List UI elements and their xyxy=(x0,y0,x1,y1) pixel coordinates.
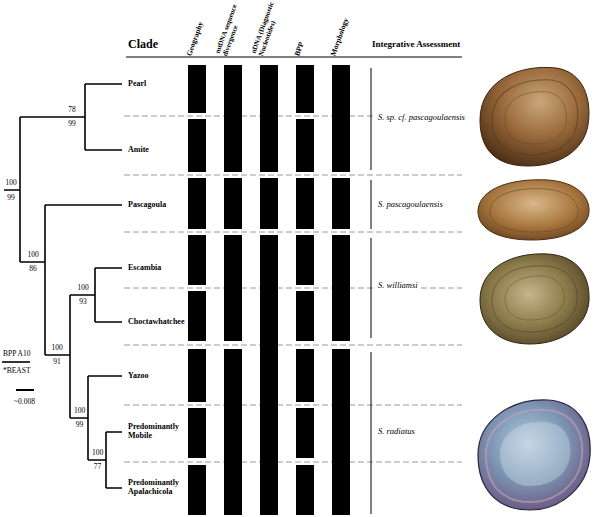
clade-name: Escambia xyxy=(128,264,161,273)
evidence-bar xyxy=(296,65,314,113)
support-value: 100 xyxy=(51,344,62,352)
evidence-bar xyxy=(296,235,314,285)
species-name: S. radiatus xyxy=(376,427,417,436)
clade-name: Pearl xyxy=(128,80,146,89)
evidence-bar xyxy=(188,178,206,229)
shell-photo xyxy=(478,180,589,240)
support-value: 91 xyxy=(53,358,61,366)
evidence-bar xyxy=(224,235,242,341)
support-value: 86 xyxy=(29,265,37,273)
growth-line xyxy=(492,266,577,332)
column-header: Clade xyxy=(128,38,158,51)
phylogenetic-tree xyxy=(4,84,122,488)
support-value: 99 xyxy=(76,421,84,429)
column-header: nDNA (Diagnostic Nucleotides) xyxy=(251,0,285,57)
support-value: 100 xyxy=(74,407,85,415)
clade-name: Yazoo xyxy=(128,372,148,381)
legend-rule xyxy=(2,361,30,363)
row-separator xyxy=(124,116,462,462)
column-header: Integrative Assessment xyxy=(372,40,460,50)
clade-name: Pascagoula xyxy=(128,201,166,210)
growth-line xyxy=(490,189,578,232)
shell-rim xyxy=(486,410,582,502)
support-value: 100 xyxy=(77,284,88,292)
scale-bar xyxy=(16,389,34,391)
evidence-bar xyxy=(224,178,242,229)
evidence-bar xyxy=(260,65,278,172)
support-value: 100 xyxy=(5,179,16,187)
evidence-bar xyxy=(296,178,314,229)
evidence-bar xyxy=(188,65,206,113)
growth-line xyxy=(505,92,566,144)
shell-photo xyxy=(478,400,590,510)
clade-name: Predominantly Apalachicola xyxy=(128,479,186,497)
legend-label: *BEAST xyxy=(3,367,31,375)
support-value: 78 xyxy=(68,106,76,114)
support-value: 99 xyxy=(68,120,76,128)
evidence-bar xyxy=(188,119,206,172)
support-value: 99 xyxy=(7,194,15,202)
evidence-bar xyxy=(260,178,278,229)
species-name: S. williamsi xyxy=(376,281,420,290)
support-value: 100 xyxy=(92,449,103,457)
support-value: 77 xyxy=(94,463,102,471)
clade-name: Predominantly Mobile xyxy=(128,423,186,441)
column-header: BPP xyxy=(293,2,320,57)
evidence-bar xyxy=(296,465,314,515)
evidence-bar xyxy=(296,119,314,172)
support-value: 100 xyxy=(27,251,38,259)
legend-label: BPP A10 xyxy=(3,350,30,358)
evidence-bar xyxy=(224,65,242,172)
evidence-bar xyxy=(260,235,278,515)
nacre-sheen xyxy=(500,422,570,486)
growth-line xyxy=(492,80,578,155)
evidence-bar xyxy=(332,65,350,172)
growth-line xyxy=(505,276,564,320)
species-name: S. pascagoulaensis xyxy=(376,200,445,209)
column-header: Morphology xyxy=(329,2,356,57)
evidence-bar xyxy=(188,349,206,402)
species-bracket xyxy=(371,68,372,514)
column-header: mtDNA sequence divergence xyxy=(215,0,249,57)
column-header: Geography xyxy=(185,2,212,57)
evidence-bar xyxy=(332,349,350,515)
support-value: 93 xyxy=(79,298,87,306)
evidence-bar xyxy=(296,349,314,402)
species-name: S. sp. cf. pascagoulaensis xyxy=(376,113,467,122)
shell-photo xyxy=(480,67,589,166)
evidence-bar xyxy=(188,465,206,515)
evidence-bar xyxy=(332,178,350,229)
clade-name: Amite xyxy=(128,146,149,155)
evidence-bar xyxy=(296,291,314,341)
evidence-bar xyxy=(332,235,350,341)
shell-photo xyxy=(480,254,589,344)
evidence-bar xyxy=(224,349,242,515)
header-rule xyxy=(126,57,462,58)
evidence-bars xyxy=(188,65,350,515)
evidence-bar xyxy=(188,408,206,458)
clade-name: Choctawhatchee xyxy=(128,318,184,327)
scale-label: ~0.008 xyxy=(14,398,35,406)
evidence-bar xyxy=(296,408,314,458)
evidence-bar xyxy=(188,235,206,285)
evidence-bar xyxy=(188,291,206,341)
